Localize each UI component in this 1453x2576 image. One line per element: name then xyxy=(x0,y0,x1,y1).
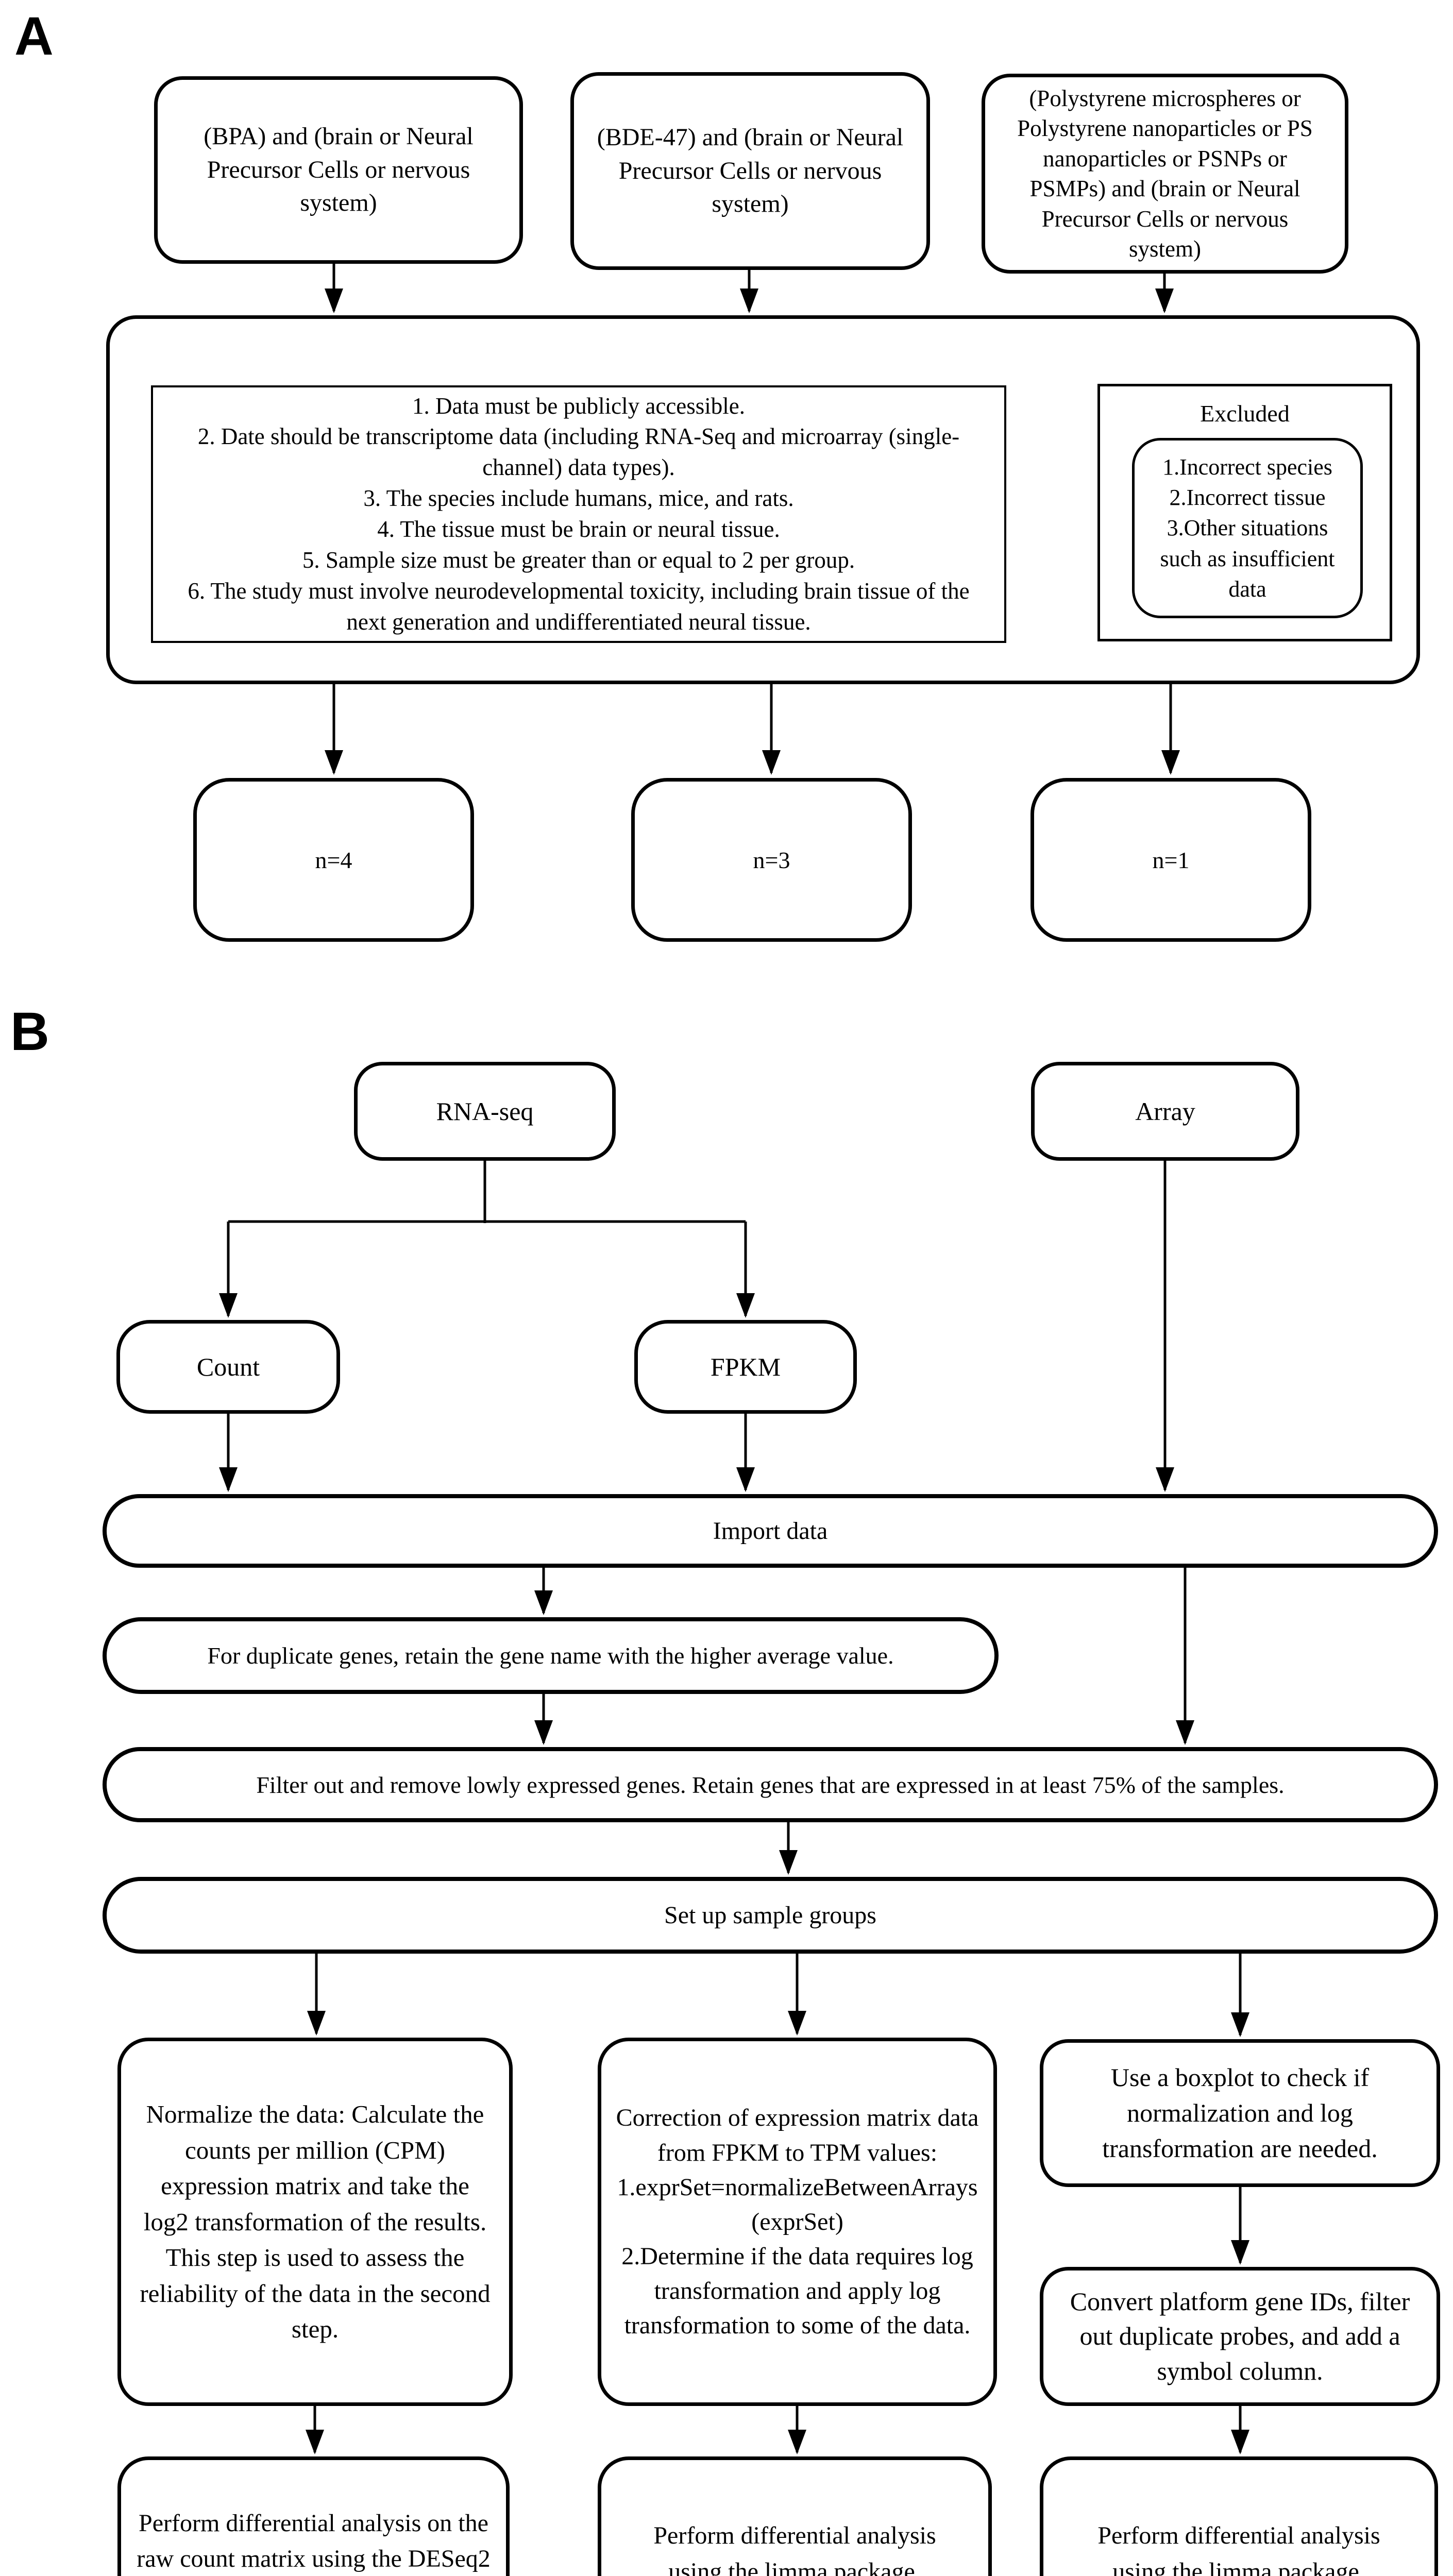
panel-b-label: B xyxy=(10,1002,49,1062)
correction-line: 2.Determine if the data requires log tra… xyxy=(621,2243,973,2340)
excluded-title: Excluded xyxy=(1200,400,1290,427)
correction-line: Correction of expression matrix data fro… xyxy=(616,2104,979,2166)
criteria-item: 5. Sample size must be greater than or e… xyxy=(302,547,855,573)
result-box-n1: n=1 xyxy=(1030,778,1311,942)
setup-groups-bar: Set up sample groups xyxy=(103,1877,1438,1954)
result-box-n4: n=4 xyxy=(193,778,474,942)
criteria-item: 1. Data must be publicly accessible. xyxy=(412,393,746,419)
array-box: Array xyxy=(1031,1062,1299,1161)
panel-a-label: A xyxy=(14,6,54,66)
excluded-reasons-box: 1.Incorrect species 2.Incorrect tissue 3… xyxy=(1132,438,1363,618)
duplicate-genes-bar: For duplicate genes, retain the gene nam… xyxy=(103,1617,999,1694)
limma-analysis-box-fpkm: Perform differential analysis using the … xyxy=(598,2456,992,2576)
limma-analysis-box-array: Perform differential analysis using the … xyxy=(1040,2456,1438,2576)
fpkm-correction-box: Correction of expression matrix data fro… xyxy=(598,2038,997,2406)
rnaseq-box: RNA-seq xyxy=(354,1062,616,1161)
deseq2-analysis-box: Perform differential analysis on the raw… xyxy=(117,2456,510,2576)
search-box-polystyrene: (Polystyrene microspheres or Polystyrene… xyxy=(982,74,1348,274)
boxplot-check-box: Use a boxplot to check if normalization … xyxy=(1040,2039,1440,2187)
normalize-cpm-box: Normalize the data: Calculate the counts… xyxy=(117,2038,513,2406)
inclusion-criteria-box: 1. Data must be publicly accessible. 2. … xyxy=(151,385,1006,643)
criteria-item: 4. The tissue must be brain or neural ti… xyxy=(377,516,780,542)
excluded-item: 1.Incorrect species xyxy=(1162,454,1332,480)
criteria-item: 6. The study must involve neurodevelopme… xyxy=(188,578,970,635)
filter-genes-bar: Filter out and remove lowly expressed ge… xyxy=(103,1747,1438,1822)
criteria-item: 3. The species include humans, mice, and… xyxy=(363,485,794,512)
search-box-bde47: (BDE-47) and (brain or Neural Precursor … xyxy=(570,72,930,270)
import-data-bar: Import data xyxy=(103,1494,1438,1568)
search-box-bpa: (BPA) and (brain or Neural Precursor Cel… xyxy=(154,76,523,264)
result-box-n3: n=3 xyxy=(631,778,912,942)
count-box: Count xyxy=(116,1320,340,1414)
excluded-item: 3.Other situations such as insufficient … xyxy=(1160,515,1335,602)
excluded-box: Excluded 1.Incorrect species 2.Incorrect… xyxy=(1097,384,1392,641)
excluded-item: 2.Incorrect tissue xyxy=(1169,484,1326,510)
fpkm-box: FPKM xyxy=(634,1320,857,1414)
criteria-item: 2. Date should be transcriptome data (in… xyxy=(197,423,960,481)
convert-gene-ids-box: Convert platform gene IDs, filter out du… xyxy=(1040,2267,1440,2406)
correction-line: 1.exprSet=normalizeBetweenArrays(exprSet… xyxy=(617,2173,978,2235)
